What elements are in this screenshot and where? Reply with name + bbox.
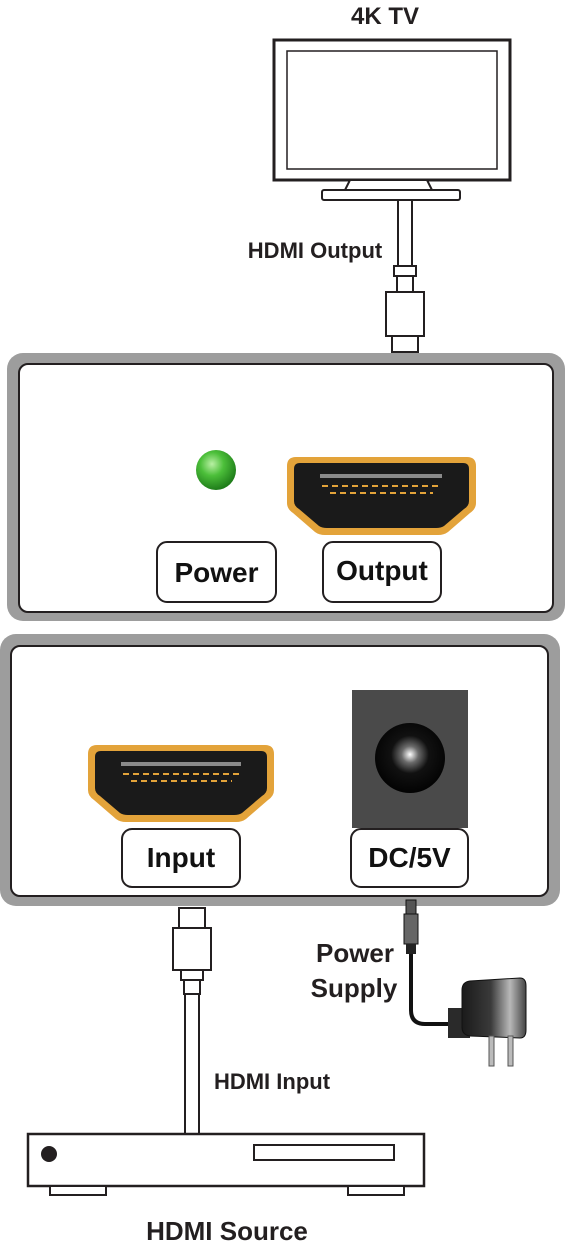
hdmi-input-label: HDMI Input — [214, 1069, 331, 1094]
power-label-box — [156, 541, 277, 603]
hdmi-source-device — [26, 1132, 426, 1196]
hdmi-input-cable — [172, 907, 212, 1135]
tv-label: 4K TV — [351, 3, 419, 30]
input-panel — [0, 634, 560, 906]
power-supply-cable — [403, 899, 455, 1026]
hdmi-source-label: HDMI Source — [146, 1216, 308, 1246]
hdmi-output-cable — [385, 199, 425, 353]
input-label: Input — [147, 842, 215, 873]
dc-label: DC/5V — [368, 842, 451, 873]
power-supply-label-line1: Power — [316, 938, 394, 968]
power-led — [196, 450, 236, 490]
power-adapter-icon — [448, 977, 527, 1067]
power-label: Power — [174, 557, 258, 588]
output-label-box — [322, 541, 442, 603]
hdmi-output-port — [287, 457, 476, 535]
hdmi-output-label: HDMI Output — [248, 238, 383, 263]
output-label: Output — [336, 555, 428, 586]
tv-icon — [272, 38, 512, 201]
dc-label-box — [350, 828, 469, 888]
dc-jack — [352, 690, 468, 828]
power-supply-label-line2: Supply — [311, 973, 398, 1003]
input-label-box — [121, 828, 241, 888]
hdmi-input-port — [88, 745, 274, 822]
output-panel — [7, 353, 565, 621]
